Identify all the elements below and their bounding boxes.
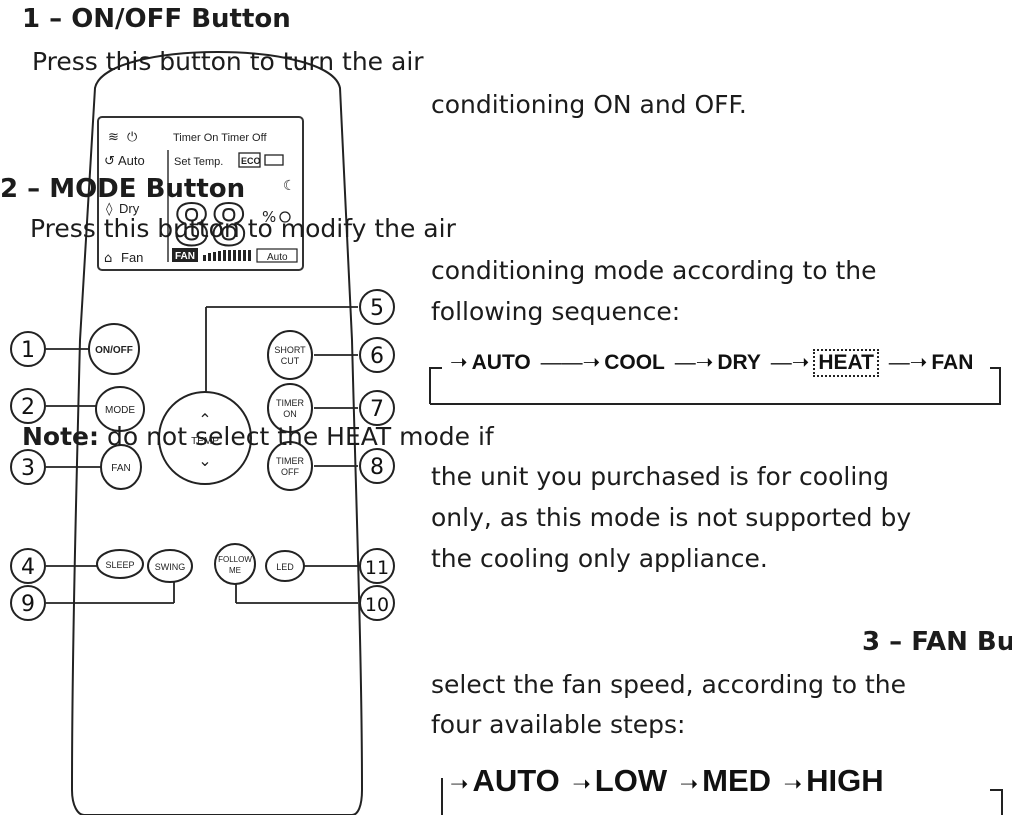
on-off-label: ON/OFF [95,345,133,356]
temp-down-icon[interactable]: ⌄ [198,453,211,470]
fan-button-label: FAN [111,463,130,474]
callout-markers: 1 2 3 4 9 5 6 7 8 11 10 [10,289,395,621]
mode-seq-dry: DRY [717,351,761,374]
fan-heading: 3 – FAN Bu [862,627,1012,657]
on-off-heading: 1 – ON/OFF Button [22,4,291,34]
timer-on-label-2: ON [283,409,297,419]
wifi-icon: ≋ [108,130,119,145]
mode-sequence: ➝AUTO ——➝COOL —➝DRY —➝HEAT —➝FAN [446,349,973,377]
mode-line-3: following sequence: [431,297,681,326]
fan-sequence: ➝AUTO ➝LOW ➝MED ➝HIGH [450,763,884,798]
note-line-3: only, as this mode is not supported by [431,503,912,532]
note-text-1: do not select the HEAT mode if [99,422,494,451]
swing-button[interactable]: SWING [147,549,193,583]
callout-3: 3 [21,456,35,481]
person-icon [279,211,291,223]
moon-icon: ☾ [283,178,296,194]
callout-4: 4 [21,555,35,580]
fan-seq-med: MED [702,763,772,798]
sleep-button[interactable]: SLEEP [96,549,144,579]
callout-10: 10 [365,594,389,616]
short-cut-label-1: SHORT [274,345,306,355]
note-line-4: the cooling only appliance. [431,544,768,573]
timer-off-label-2: OFF [281,467,299,477]
mode-seq-cool: COOL [604,351,665,374]
callout-5: 5 [370,296,384,321]
note-label: Note: [22,422,100,451]
temp-rocker-button[interactable]: ⌃ TEMP ⌄ [158,391,252,485]
auto-mode-icon: ↺ [104,154,115,169]
lcd-percent: % [262,208,276,226]
mode-button[interactable]: MODE [95,386,145,432]
note-line-2: the unit you purchased is for cooling [431,462,889,491]
mode-seq-auto: AUTO [471,351,531,374]
follow-me-button[interactable]: FOLLOW ME [214,543,256,585]
lcd-display: ≋ ⏻ Timer On Timer Off ↺ Auto Set Temp. … [97,116,304,271]
lcd-dry-label: Dry [119,201,140,216]
callout-1: 1 [21,338,35,363]
mode-sequence-loop [429,367,442,404]
sleep-label: SLEEP [105,560,134,570]
lcd-fan-badge: FAN [175,251,195,262]
swing-label: SWING [155,562,186,572]
lcd-set-temp: Set Temp. [174,156,223,168]
mode-line-1: Press this button to modify the air [30,214,456,243]
mode-seq-heat: HEAT [813,349,879,377]
fan-line-1: select the fan speed, according to the [431,670,907,699]
timer-off-label-1: TIMER [276,456,304,466]
drop-icon: ◊ [106,202,113,217]
short-cut-button[interactable]: SHORT CUT [267,330,313,380]
battery-icon [264,154,284,166]
led-label: LED [276,562,294,572]
fan-seq-low: LOW [594,763,668,798]
callout-8: 8 [370,455,384,480]
timer-on-button[interactable]: TIMER ON [267,383,313,433]
timer-off-button[interactable]: TIMER OFF [267,441,313,491]
fan-button[interactable]: FAN [100,444,142,490]
follow-me-label-1: FOLLOW [218,555,252,564]
house-icon: ⌂ [104,251,112,266]
led-button[interactable]: LED [265,550,305,582]
mode-heading: 2 – MODE Button [0,174,246,204]
fan-line-2: four available steps: [431,710,686,739]
lcd-fan-label: Fan [121,250,143,265]
callout-9: 9 [21,592,35,617]
follow-me-label-2: ME [229,566,241,575]
callout-11: 11 [365,557,389,579]
temp-label: TEMP [191,436,219,447]
on-off-line-2: conditioning ON and OFF. [431,90,747,119]
fan-speed-bars [203,250,251,261]
remote-body [70,51,364,815]
lcd-auto-badge: Auto [267,252,288,263]
on-off-line-1: Press this button to turn the air [32,47,424,76]
lcd-timer-label: Timer On Timer Off [173,132,267,144]
fan-seq-high: HIGH [806,763,884,798]
timer-on-label-1: TIMER [276,398,304,408]
fan-seq-auto: AUTO [472,763,560,798]
mode-line-2: conditioning mode according to the [431,256,877,285]
temp-up-icon[interactable]: ⌃ [198,412,211,429]
short-cut-label-2: CUT [281,356,300,366]
callout-2: 2 [21,395,35,420]
lcd-eco: ECO [241,156,261,166]
on-off-button[interactable]: ON/OFF [88,323,140,375]
lcd-auto-label: Auto [118,153,145,168]
mode-label: MODE [105,405,135,416]
note-line-1: Note: do not select the HEAT mode if [22,422,494,451]
callout-6: 6 [370,344,384,369]
mode-seq-fan: FAN [931,351,974,374]
callout-7: 7 [370,397,384,422]
power-icon: ⏻ [127,130,137,145]
